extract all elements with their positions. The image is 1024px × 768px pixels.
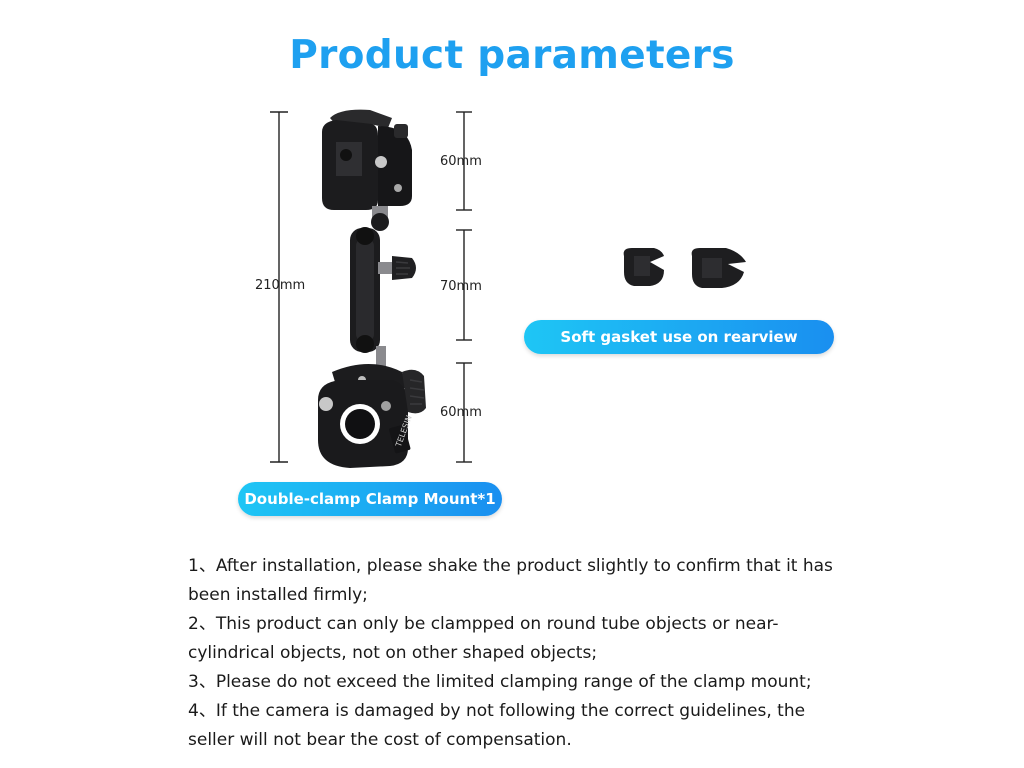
product-diagram: TELESIN	[270, 109, 746, 468]
note-item: 3、Please do not exceed the limited clamp…	[188, 672, 812, 692]
dimension-bottom-label: 60mm	[440, 405, 482, 420]
bottom-clamp-illustration: TELESIN	[318, 346, 426, 468]
dimension-top-label: 60mm	[440, 154, 482, 169]
page-title: Product parameters	[289, 33, 735, 78]
note-item: 2、This product can only be clampped on r…	[188, 614, 779, 663]
installation-notes: 1、After installation, please shake the p…	[188, 552, 848, 755]
accessory-label: Soft gasket use on rearview mirror*2	[524, 320, 834, 380]
section-dimension-lines	[456, 111, 472, 463]
total-dimension-line	[270, 111, 288, 463]
dimension-total-label: 210mm	[255, 278, 306, 293]
soft-gasket-illustration	[623, 248, 746, 288]
main-product-label: Double-clamp Clamp Mount*1	[238, 482, 502, 516]
dimension-middle-label: 70mm	[440, 279, 482, 294]
note-item: 4、If the camera is damaged by not follow…	[188, 701, 806, 750]
middle-arm-illustration	[350, 227, 416, 353]
note-item: 1、After installation, please shake the p…	[188, 556, 833, 605]
top-clamp-illustration	[322, 109, 412, 231]
